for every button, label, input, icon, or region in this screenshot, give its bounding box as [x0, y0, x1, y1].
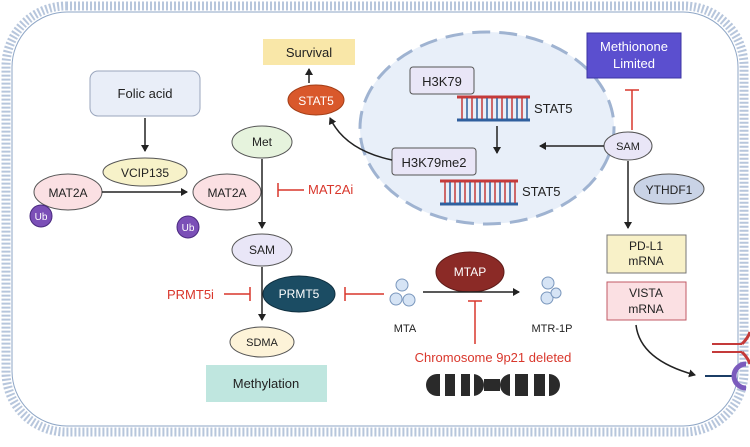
pdl1-label-line1: PD-L1	[629, 239, 663, 253]
h3k79me2-box: H3K79me2	[391, 147, 477, 176]
mat2ai-label: MAT2Ai	[308, 182, 353, 197]
mat2a-left-node: MAT2A	[33, 173, 103, 211]
prmt5-label: PRMT5	[279, 287, 320, 301]
ythdf1-node: YTHDF1	[633, 173, 705, 205]
arrow-h3k79me2-to-stat5	[328, 117, 393, 161]
chromosome-deletion: Chromosome 9p21 deleted	[415, 350, 572, 396]
prmt5i-label: PRMT5i	[167, 287, 214, 302]
met-label: Met	[252, 135, 273, 149]
h3k79me2-label: H3K79me2	[401, 155, 466, 170]
methionine-label-line1: Methionone	[600, 39, 668, 54]
vista-mrna-box: VISTA mRNA	[606, 281, 687, 321]
pdl1-mrna-box: PD-L1 mRNA	[606, 234, 687, 274]
h3k79-label: H3K79	[422, 74, 462, 89]
stat5-node: STAT5	[287, 84, 345, 116]
methionine-limited-box: Methionone Limited	[586, 32, 682, 79]
dna-strand-2: STAT5	[440, 179, 561, 206]
mat2ai-inhibitor: MAT2Ai	[277, 182, 353, 197]
stat5-label: STAT5	[298, 94, 334, 108]
ythdf1-label: YTHDF1	[646, 183, 693, 197]
sam-right-node: SAM	[603, 131, 653, 161]
stat5-dna-label-1: STAT5	[534, 101, 573, 116]
ub-left-node: Ub	[29, 204, 53, 228]
mtap-node: MTAP	[435, 251, 505, 293]
sam-mid-label: SAM	[249, 243, 275, 257]
mta-label: MTA	[394, 323, 417, 335]
ub-mid-label: Ub	[182, 223, 195, 234]
survival-label: Survival	[286, 45, 332, 60]
met-node: Met	[231, 125, 293, 159]
sam-mid-node: SAM	[231, 233, 293, 267]
sam-right-label: SAM	[616, 141, 640, 153]
vcip135-node: VCIP135	[102, 157, 188, 187]
vcip135-label: VCIP135	[121, 166, 169, 180]
h3k79-box: H3K79	[409, 66, 475, 95]
mtr1p-molecules: MTR-1P	[532, 276, 573, 335]
methylation-box: Methylation	[206, 365, 327, 402]
prmt5i-inhibitor: PRMT5i	[167, 287, 251, 302]
stat5-dna-label-2: STAT5	[522, 184, 561, 199]
ub-left-label: Ub	[35, 212, 48, 223]
ub-mid-node: Ub	[176, 215, 200, 239]
prmt5-node: PRMT5	[262, 275, 336, 313]
mta-molecules: MTA	[389, 278, 417, 335]
folic-acid-label: Folic acid	[118, 86, 173, 101]
survival-box: Survival	[263, 39, 355, 65]
chromosome-icon	[426, 374, 560, 396]
dna-strand-1: STAT5	[457, 95, 573, 122]
nucleus	[358, 30, 616, 226]
methylation-label: Methylation	[233, 376, 299, 391]
chromosome-label: Chromosome 9p21 deleted	[415, 350, 572, 365]
mtap-label: MTAP	[454, 265, 486, 279]
vista-label-line2: mRNA	[628, 302, 663, 316]
mat2a-mid-node: MAT2A	[192, 173, 262, 211]
methionine-label-line2: Limited	[613, 56, 655, 71]
pdl1-label-line2: mRNA	[628, 254, 663, 268]
sdma-label: SDMA	[246, 337, 278, 349]
inhibitions	[344, 89, 639, 344]
sdma-node: SDMA	[229, 326, 295, 358]
mat2a-mid-label: MAT2A	[207, 186, 246, 200]
vista-label-line1: VISTA	[629, 286, 663, 300]
arrows	[102, 68, 696, 378]
arrow-mrna-to-membrane	[635, 324, 696, 378]
mtr1p-label: MTR-1P	[532, 323, 573, 335]
mat2a-left-label: MAT2A	[48, 186, 87, 200]
folic-acid-box: Folic acid	[89, 70, 201, 117]
